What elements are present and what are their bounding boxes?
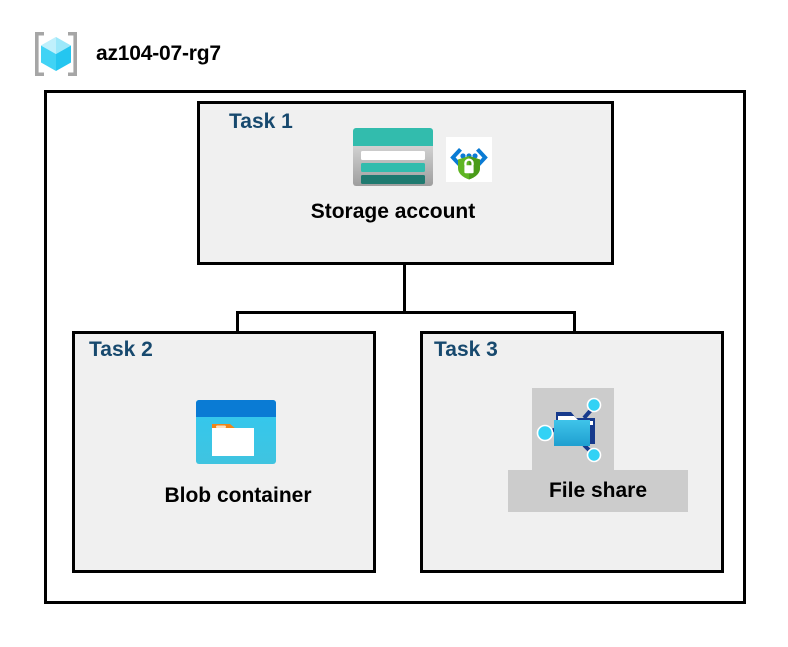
resource-group-title: az104-07-rg7 [96,42,221,65]
blob-container-icon [196,400,276,464]
storage-account-label: Storage account [310,200,476,223]
resource-group-header: az104-07-rg7 [30,28,221,80]
storage-account-icon [353,128,433,186]
task-3-label: Task 3 [434,338,498,361]
connector-horizontal-bar [236,311,576,314]
task-1-label: Task 1 [229,110,293,133]
connector-storage-stem [403,265,406,313]
blob-container-label: Blob container [164,484,312,507]
file-share-label: File share [508,470,688,512]
azure-resource-group-icon [35,32,77,76]
file-share-icon [536,397,602,463]
task-2-label: Task 2 [89,338,153,361]
task-2-box[interactable] [72,331,376,573]
security-identity-icon [446,137,492,182]
